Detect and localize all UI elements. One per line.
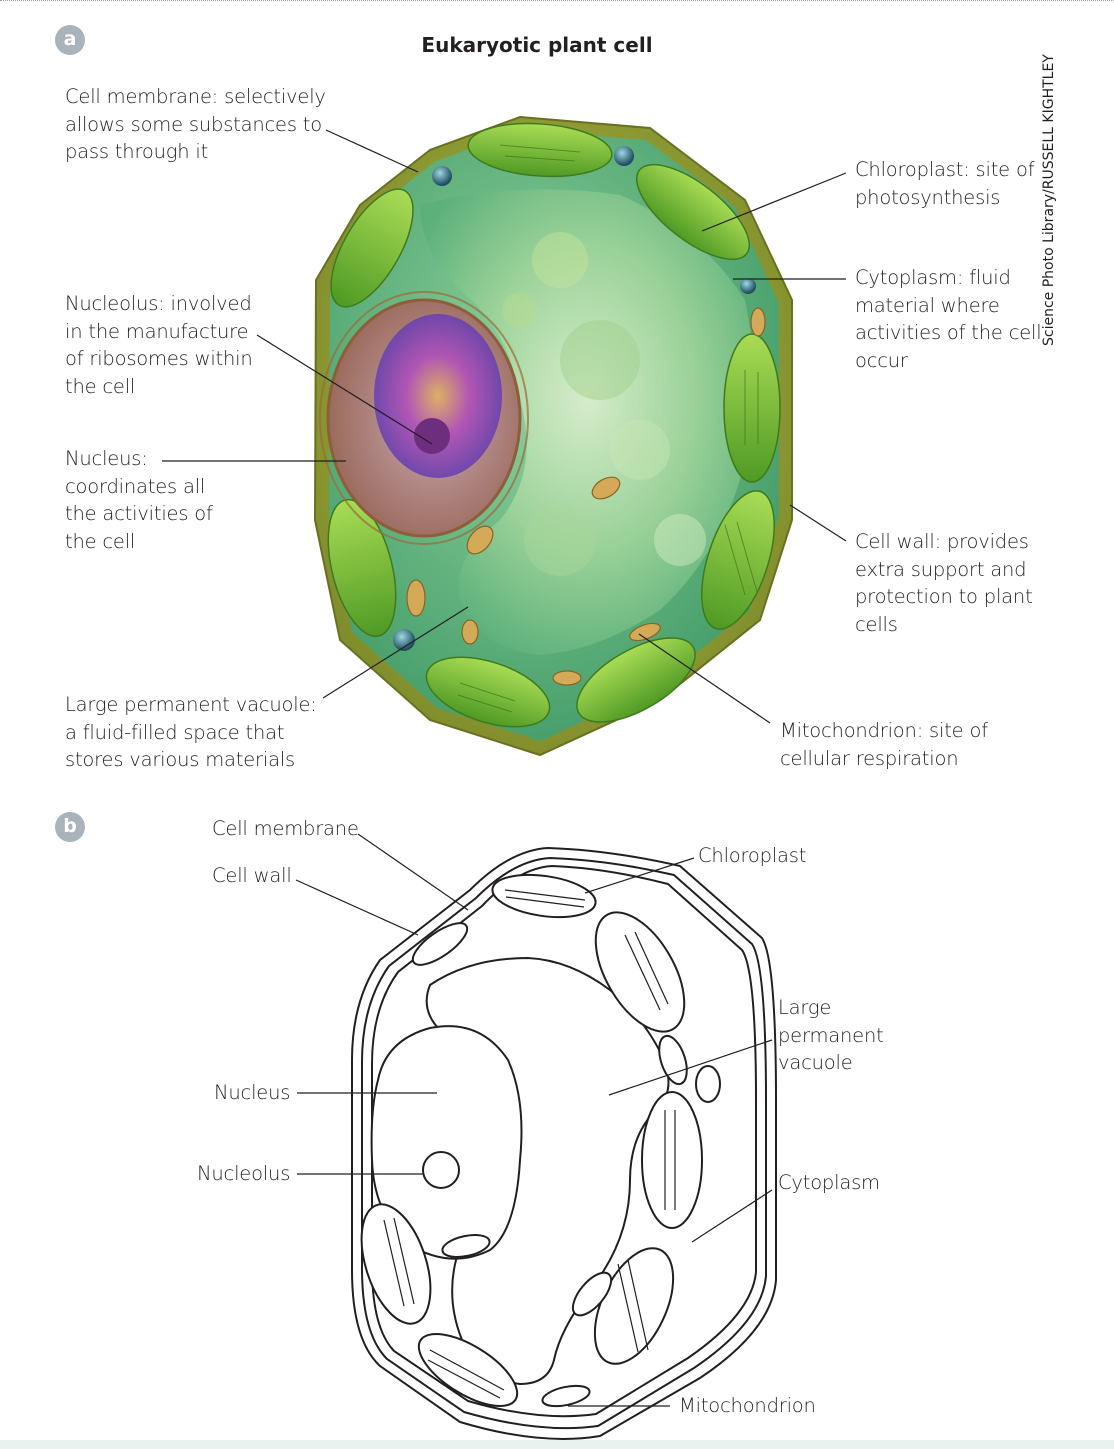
diagram-title: Eukaryotic plant cell — [421, 33, 653, 57]
mitochondrion — [750, 307, 766, 337]
nucleus-envelope-ridge — [319, 291, 529, 545]
panel-b-badge: b — [55, 812, 85, 842]
panel-b-leader-lines — [295, 833, 773, 1407]
panel-a-badge: a — [55, 25, 85, 55]
chloroplast — [467, 122, 613, 178]
label-chloroplast-b: Chloroplast — [698, 844, 807, 867]
chloroplast-outline — [641, 1091, 703, 1229]
label-cell-wall-a: Cell wall: provides extra support and pr… — [855, 530, 1033, 636]
label-chloroplast-a: Chloroplast: site of photosynthesis — [855, 158, 1035, 209]
label-nucleolus-b: Nucleolus — [197, 1162, 291, 1185]
chloroplast — [635, 163, 751, 261]
mitochondrion-outline — [541, 1384, 591, 1408]
label-vacuole-a: Large permanent vacuole: a fluid-filled … — [65, 693, 317, 772]
mitochondria — [406, 307, 766, 686]
cell-line-drawing — [351, 846, 777, 1440]
photo-credit: Science Photo Library/RUSSELL KIGHTLEY — [1041, 54, 1057, 346]
chloroplast — [330, 188, 414, 308]
label-nucleolus-a: Nucleolus: involved in the manufacture o… — [65, 292, 253, 398]
vacuole-texture — [502, 232, 706, 576]
label-mitochondrion-b: Mitochondrion — [679, 1394, 816, 1417]
chloroplast-outline — [491, 873, 597, 919]
cell-illustration — [313, 115, 793, 757]
chloroplast-stripes — [383, 889, 676, 1399]
mitochondrion — [466, 525, 494, 555]
top-dotted-border — [0, 0, 1114, 1]
bottom-strip — [0, 1440, 1114, 1449]
mitochondrion-outline — [571, 1271, 613, 1317]
chloroplast-outline — [411, 922, 469, 966]
label-cytoplasm-b: Cytoplasm — [778, 1171, 880, 1194]
label-cell-membrane-a: Cell membrane: selectively allows some s… — [65, 85, 326, 164]
wall-pores — [393, 146, 756, 651]
chloroplast-outline — [360, 1203, 432, 1325]
mitochondrion-outline — [658, 1034, 688, 1086]
chloroplasts — [327, 122, 781, 728]
chloroplast — [701, 490, 775, 630]
mitochondrion — [406, 579, 426, 617]
mitochondrion — [552, 670, 582, 686]
nucleolus-outline — [422, 1151, 460, 1189]
nucleolus-shape — [374, 314, 502, 478]
label-nucleus-a: Nucleus: coordinates all the activities … — [65, 447, 213, 553]
nucleus-outline — [370, 1025, 523, 1260]
label-cytoplasm-a: Cytoplasm: fluid material where activiti… — [855, 266, 1042, 372]
nucleolus-core — [414, 418, 450, 454]
label-cell-membrane-b: Cell membrane — [212, 817, 359, 840]
mitochondrion — [591, 476, 621, 500]
label-vacuole-b: Large permanent vacuole — [778, 996, 884, 1075]
mitochondrion-outline — [441, 1234, 491, 1258]
chloroplast-outline — [594, 911, 686, 1033]
vacuole-shape — [420, 189, 754, 655]
label-nucleus-b: Nucleus — [214, 1081, 291, 1104]
mitochondrion — [629, 622, 661, 642]
label-mitochondrion-a: Mitochondrion: site of cellular respirat… — [780, 719, 988, 770]
mitochondrion — [461, 619, 479, 645]
chloroplast — [576, 637, 696, 723]
label-cell-wall-b: Cell wall — [212, 864, 292, 887]
chloroplast-thylakoids — [457, 144, 759, 713]
panel-a-leader-lines — [162, 129, 847, 724]
small-vesicle — [695, 1065, 721, 1103]
chloroplast — [723, 333, 781, 483]
